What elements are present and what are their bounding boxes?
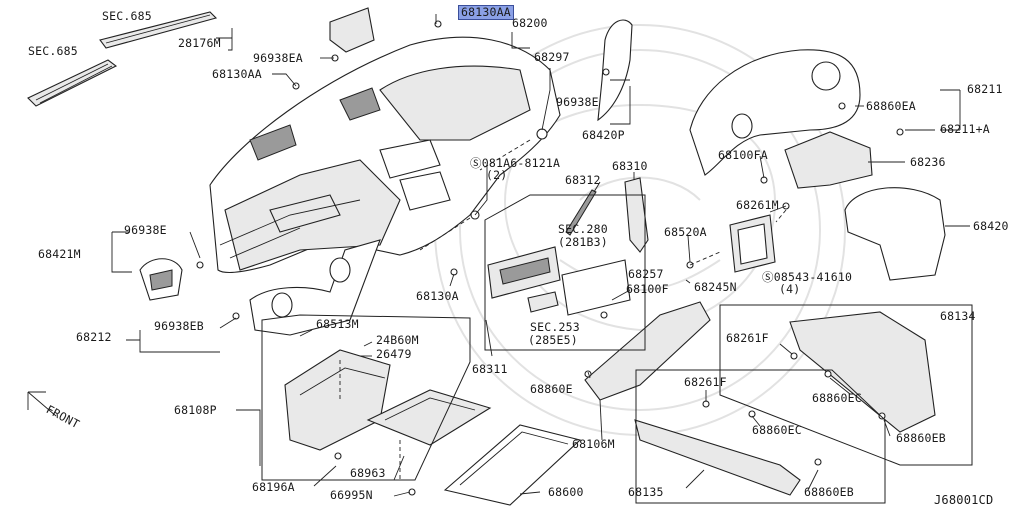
label-68860ea: 68860EA [866,99,916,113]
fasteners [196,20,904,496]
label-sec685-b: SEC.685 [102,9,152,23]
label-68130aa: 68130AA [212,67,262,81]
bracket-68310 [624,177,649,253]
display-68261m [729,214,776,273]
label-68212: 68212 [76,330,112,344]
finisher-68257 [561,259,631,316]
glove-box-lid-68600 [443,424,582,506]
label-68134: 68134 [940,309,976,323]
sensor-cover-28176m [329,7,375,53]
label-68963: 68963 [350,466,386,480]
label-68100f: 68100F [626,282,669,296]
label-sec253-sub: (285E5) [528,333,578,347]
label-08543: Ⓢ08543-41610 [762,270,853,284]
front-arrow-icon [27,391,57,417]
diagram-code: J68001CD [934,493,994,507]
label-68108p: 68108P [174,403,217,417]
label-68520a: 68520A [664,225,707,239]
label-68420p: 68420P [582,128,625,142]
label-68135: 68135 [628,485,664,499]
label-68312: 68312 [565,173,601,187]
group-frames [261,194,973,504]
label-68130a: 68130A [416,289,459,303]
label-sec253: SEC.253 [530,320,580,334]
label-24b60m: 24B60M [376,333,419,347]
side-finisher-68135 [634,419,801,496]
switch-sec253 [527,291,559,313]
label-68310: 68310 [612,159,648,173]
audio-unit-sec280 [487,246,561,299]
defroster-grille-left [27,59,118,107]
defroster-grille-right [99,11,218,49]
label-68106m: 68106M [572,437,615,451]
tray-68963 [366,389,492,446]
label-68421m: 68421M [38,247,81,261]
label-68860ec-b: 68860EC [752,423,802,437]
bracket-68312 [565,189,597,236]
label-08543-qty: (4) [779,282,801,296]
label-68200: 68200 [512,16,548,30]
label-68261m: 68261M [736,198,779,212]
label-68297: 68297 [534,50,570,64]
label-081a6: Ⓢ081A6-8121A [470,156,561,170]
column-cover-68420 [844,187,946,281]
label-68860e: 68860E [530,382,573,396]
label-68860eb-a: 68860EB [896,431,946,445]
dashed-alignment-lines [339,139,787,480]
label-68860eb-b: 68860EB [804,485,854,499]
label-96938ea: 96938EA [253,51,303,65]
label-66995n: 66995N [330,488,373,502]
label-081a6-text: 081A6-8121A [481,156,561,170]
label-68100fa: 68100FA [718,148,768,162]
label-68236: 68236 [910,155,946,169]
label-sec280-sub: (281B3) [558,235,608,249]
label-sec685-a: SEC.685 [28,44,78,58]
label-68600: 68600 [548,485,584,499]
label-28176m: 28176M [178,36,221,50]
label-68196a: 68196A [252,480,295,494]
meter-hood-68420p [597,19,633,122]
instrument-panel-68200 [209,36,561,274]
side-vent-68421m [139,258,183,301]
label-68211a: 68211+A [940,122,990,136]
label-26479: 26479 [376,347,412,361]
label-68245n: 68245N [694,280,737,294]
leader-lines [111,14,970,497]
label-96938eb: 96938EB [154,319,204,333]
label-081a6-qty: (2) [486,168,508,182]
label-96938e-a: 96938E [556,95,599,109]
label-68211: 68211 [967,82,1003,96]
cluster-lid-68211 [689,49,861,176]
label-68130aa-highlighted: 68130AA [458,5,514,20]
label-08543-text: 08543-41610 [773,270,853,284]
label-68420: 68420 [973,219,1009,233]
label-68860ec-a: 68860EC [812,391,862,405]
label-sec280: SEC.280 [558,222,608,236]
side-finisher-68134 [789,311,936,433]
glove-box-housing-68108p [284,349,391,451]
label-68513m: 68513M [316,317,359,331]
label-68261f-b: 68261F [684,375,727,389]
label-96938e-b: 96938E [124,223,167,237]
meter-mask-68236 [784,131,873,189]
lower-panel-68212 [249,239,381,336]
label-68311: 68311 [472,362,508,376]
label-68257: 68257 [628,267,664,281]
label-68261f-a: 68261F [726,331,769,345]
